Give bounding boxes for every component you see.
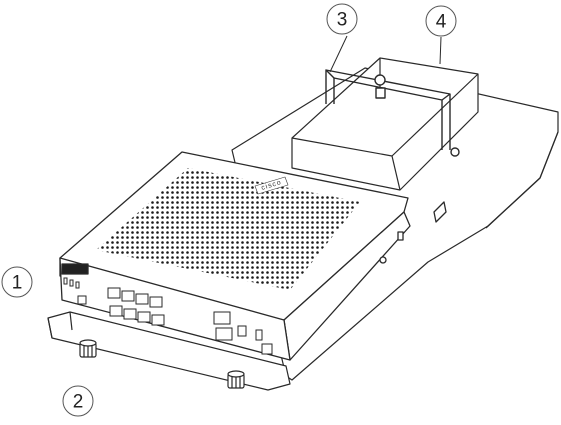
leader-lines bbox=[329, 35, 442, 73]
callout-4-label: 4 bbox=[436, 12, 447, 33]
callout-2: 2 bbox=[62, 385, 94, 417]
thumbscrew-left bbox=[79, 339, 97, 358]
callout-4: 4 bbox=[425, 5, 457, 37]
callout-1-label: 1 bbox=[12, 273, 23, 294]
vent-mesh bbox=[96, 168, 360, 290]
callout-3: 3 bbox=[326, 3, 358, 35]
port-bank-right bbox=[213, 311, 273, 355]
thumbscrew-right bbox=[227, 370, 245, 389]
callout-3-label: 3 bbox=[337, 10, 348, 31]
module-top bbox=[59, 151, 409, 321]
status-leds bbox=[63, 277, 87, 305]
port-bank-left bbox=[107, 287, 165, 326]
callout-1: 1 bbox=[1, 266, 33, 298]
callout-2-label: 2 bbox=[73, 392, 84, 413]
retention-bracket bbox=[325, 69, 460, 157]
mounting-tray bbox=[47, 311, 291, 391]
